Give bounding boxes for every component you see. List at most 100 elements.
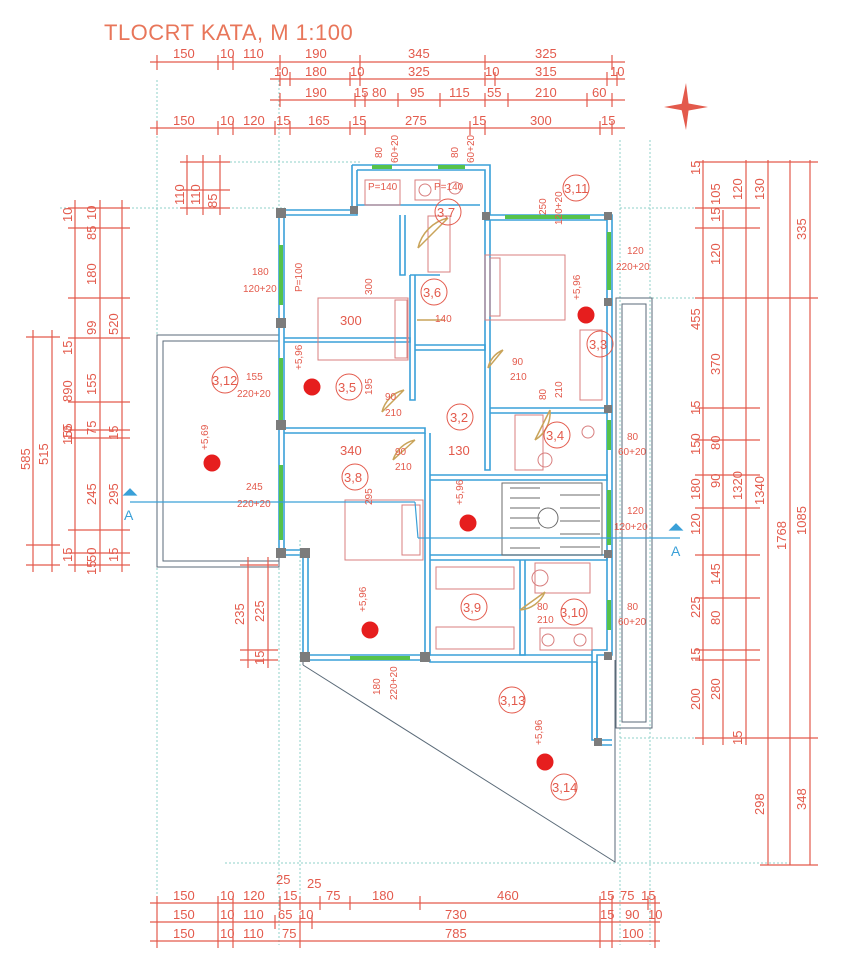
dim-label: 15	[354, 85, 368, 100]
dim-label: 95	[410, 85, 424, 100]
level-labels: +5,96 +5,69 +5,96 +5,96 +5,96 +5,96	[200, 274, 583, 745]
opening-label: 120+20	[614, 522, 648, 533]
dim-label: 370	[708, 353, 723, 375]
dim-label: 245	[84, 483, 99, 505]
dim-label: 55	[487, 85, 501, 100]
dim-label: 10	[648, 907, 662, 922]
opening-label: 220+20	[237, 499, 271, 510]
opening-label: 80	[538, 388, 549, 400]
dim-label: 150	[173, 907, 195, 922]
dim-label: 145	[708, 563, 723, 585]
dim-label: 1768	[774, 521, 789, 550]
dim-label: 25	[307, 876, 321, 891]
opening-label: 80	[627, 432, 639, 443]
dim-label: 110	[243, 46, 264, 61]
walls	[278, 164, 613, 746]
opening-label: 80	[450, 146, 461, 158]
room-number: 3,2	[450, 410, 468, 425]
opening-label: 210	[510, 372, 527, 383]
room-number: 3,14	[552, 780, 577, 795]
dim-label: 180	[372, 888, 394, 903]
opening-label: 300	[364, 278, 375, 295]
opening-label: P=140	[434, 182, 464, 193]
dim-label: 15	[106, 548, 121, 562]
dim-label: 15	[730, 731, 745, 745]
dim-label: 190	[305, 85, 327, 100]
dim-label: 10	[274, 64, 288, 79]
opening-label: 80	[374, 146, 385, 158]
left-terrace	[156, 334, 280, 568]
room-number: 3,9	[463, 600, 481, 615]
dim-label: 110	[243, 907, 264, 922]
opening-label: 80	[627, 602, 639, 613]
dim-label: 180	[305, 64, 327, 79]
dim-label: 190	[305, 46, 327, 61]
opening-label: P=100	[294, 262, 305, 292]
dim-label: 80	[708, 611, 723, 625]
dim-label: 110	[172, 184, 187, 205]
dim-label: 15	[352, 113, 366, 128]
dim-label: 210	[535, 85, 557, 100]
opening-label: 120	[627, 246, 644, 257]
left-dimension-labels: 585 515 15 890 155 10 15 10 10 85 180 99…	[18, 184, 267, 665]
opening-label: 210	[385, 408, 402, 419]
dim-label: 455	[688, 308, 703, 330]
dim-label: 105	[708, 183, 723, 205]
level-label: +5,96	[534, 719, 545, 745]
level-label: +5,96	[358, 586, 369, 612]
dim-label: 85	[205, 194, 220, 208]
room-number: 3,10	[560, 605, 585, 620]
room-number: 3,3	[589, 337, 607, 352]
north-arrow-icon	[664, 83, 708, 130]
opening-label: 130	[448, 443, 470, 458]
level-markers	[203, 306, 595, 771]
level-label: +5,96	[572, 274, 583, 300]
room-labels: 3,11 3,2 3,3 3,4 3,5 3,6 3,7 3,8 3,9 3,1…	[212, 181, 607, 795]
room-number: 3,13	[500, 693, 525, 708]
dim-label: 15	[60, 341, 75, 355]
opening-label: 60+20	[618, 447, 647, 458]
opening-label: 120+20	[243, 284, 277, 295]
right-dimension-labels: 335 1085 1768 1340 1320 130 120 15 105 1…	[688, 161, 809, 815]
dim-label: 120	[243, 888, 265, 903]
section-marker-right: A	[671, 543, 681, 559]
dim-label: 120	[708, 243, 723, 265]
dim-label: 150	[173, 888, 195, 903]
dim-label: 200	[688, 688, 703, 710]
dim-label: 115	[449, 85, 470, 100]
room-circles	[211, 174, 614, 801]
opening-label: 300	[340, 313, 362, 328]
opening-label: 60+20	[390, 134, 401, 163]
level-label: +5,96	[455, 479, 466, 505]
opening-label: 210	[554, 381, 565, 398]
opening-label: 90	[395, 447, 407, 458]
dim-label: 100	[622, 926, 644, 941]
room-number: 3,5	[338, 380, 356, 395]
dim-label: 90	[708, 474, 723, 488]
opening-label: 140	[435, 314, 452, 325]
dim-label: 10	[220, 46, 234, 61]
dim-label: 1340	[752, 476, 767, 505]
dim-label: 120	[243, 113, 265, 128]
dim-label: 120	[730, 178, 745, 200]
opening-label: 210	[537, 615, 554, 626]
dim-label: 15	[283, 888, 297, 903]
dim-label: 225	[688, 596, 703, 618]
dim-label: 10	[610, 64, 624, 79]
dim-label: 120	[688, 513, 703, 535]
dim-label: 15	[600, 888, 614, 903]
room-number: 3,6	[423, 285, 441, 300]
dim-label: 325	[535, 46, 557, 61]
opening-label: 60+20	[466, 134, 477, 163]
opening-label: P=140	[368, 182, 398, 193]
dim-label: 150	[173, 926, 195, 941]
dim-label: 25	[276, 872, 290, 887]
dim-label: 75	[282, 926, 296, 941]
dim-label: 335	[794, 218, 809, 240]
dim-label: 460	[497, 888, 519, 903]
dim-label: 275	[405, 113, 427, 128]
dim-label: 80	[708, 436, 723, 450]
dim-label: 15	[252, 651, 267, 665]
dim-label: 10	[84, 206, 99, 220]
opening-labels: 180 120+20 P=100 155 220+20 245 220+20 1…	[237, 134, 650, 700]
